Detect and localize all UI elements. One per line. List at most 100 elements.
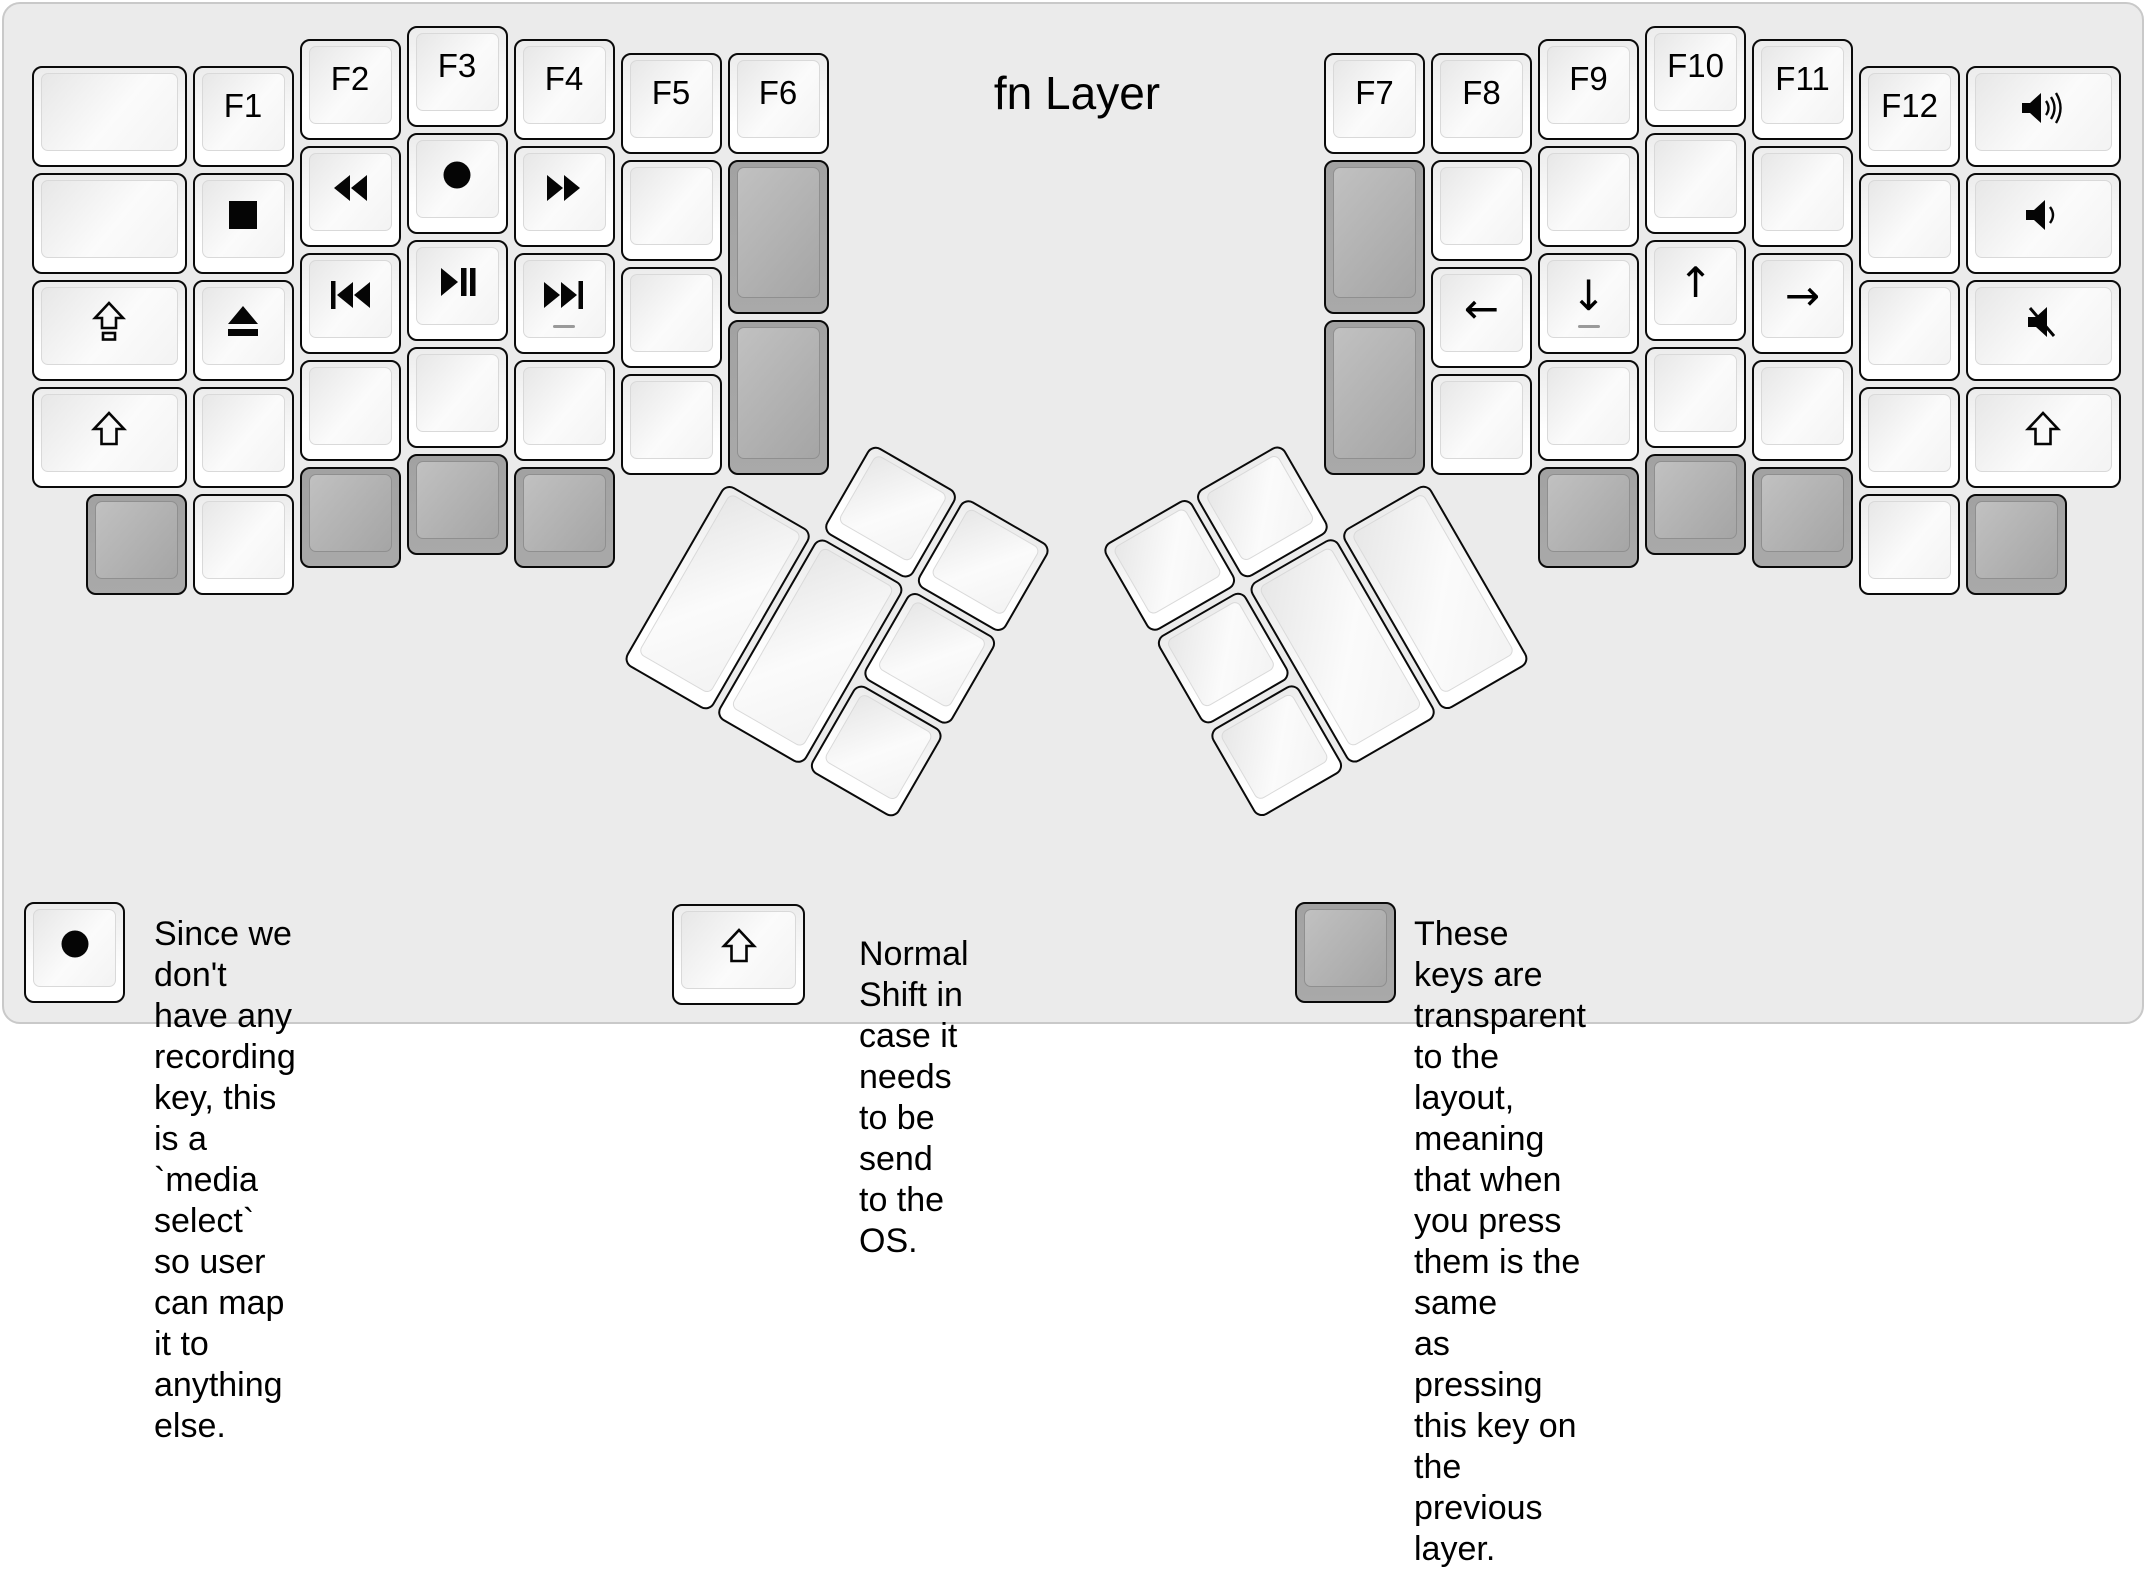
key-f3[interactable]: F3 <box>406 26 508 127</box>
key-f11[interactable]: F11 <box>1752 39 1853 141</box>
stop-icon <box>221 197 265 233</box>
key-play-pause[interactable] <box>406 240 508 341</box>
key-transparent[interactable] <box>1752 467 1853 569</box>
key-transparent[interactable] <box>1966 494 2067 596</box>
key-transparent[interactable] <box>85 494 187 596</box>
key-stop[interactable] <box>192 173 294 275</box>
arrow-right-icon: → <box>1784 270 1821 320</box>
key-f12[interactable]: F12 <box>1859 66 1960 168</box>
key-record[interactable] <box>406 133 508 234</box>
caps-lock-icon <box>87 301 131 343</box>
key-blank[interactable] <box>1538 146 1639 248</box>
keytop <box>415 461 499 539</box>
key-blank[interactable] <box>1859 387 1960 489</box>
key-shift[interactable] <box>32 387 187 489</box>
key-blank[interactable] <box>32 66 187 168</box>
keytop <box>522 367 606 446</box>
key-blank[interactable] <box>1859 280 1960 382</box>
key-blank[interactable] <box>1859 494 1960 596</box>
key-blank[interactable] <box>1645 347 1746 448</box>
keytop <box>415 247 499 325</box>
key-shift[interactable] <box>672 904 806 1005</box>
shift-icon <box>717 927 761 965</box>
key-blank[interactable] <box>406 347 508 448</box>
key-f6[interactable]: F6 <box>727 52 829 154</box>
key-blank[interactable] <box>620 373 722 475</box>
key-rewind[interactable] <box>299 146 401 248</box>
key-transparent[interactable] <box>1645 454 1746 555</box>
key-blank[interactable] <box>192 494 294 596</box>
eject-icon <box>221 303 265 341</box>
key-label: F2 <box>330 60 370 98</box>
key-f2[interactable]: F2 <box>299 39 401 141</box>
shift-icon <box>2021 410 2065 448</box>
key-arrow-down[interactable]: ↓ <box>1538 253 1639 355</box>
key-arrow-right[interactable]: → <box>1752 253 1853 355</box>
key-volume-up[interactable] <box>1966 66 2121 168</box>
keytop <box>1761 367 1844 446</box>
key-blank[interactable] <box>192 387 294 489</box>
key-transparent[interactable] <box>1324 320 1425 475</box>
key-eject[interactable] <box>192 280 294 382</box>
key-blank[interactable] <box>1752 360 1853 462</box>
key-blank[interactable] <box>1645 133 1746 234</box>
key-skip-forward[interactable] <box>513 253 615 355</box>
key-blank[interactable] <box>32 173 187 275</box>
key-transparent[interactable] <box>1295 902 1396 1003</box>
key-transparent[interactable] <box>727 159 829 315</box>
key-volume-mute[interactable] <box>1966 280 2121 382</box>
keytop <box>201 501 285 580</box>
key-blank[interactable] <box>620 266 722 368</box>
key-f4[interactable]: F4 <box>513 39 615 141</box>
key-label: F5 <box>651 73 691 111</box>
key-blank[interactable] <box>299 360 401 462</box>
key-blank[interactable] <box>1752 146 1853 248</box>
keytop <box>522 474 606 553</box>
keytop <box>1975 73 2112 152</box>
key-arrow-left[interactable]: ← <box>1431 266 1532 368</box>
key-blank[interactable] <box>1538 360 1639 462</box>
key-transparent[interactable] <box>513 467 615 569</box>
key-label: F4 <box>544 60 584 98</box>
keytop <box>1975 501 2058 580</box>
arrow-left-icon: ← <box>1463 284 1500 334</box>
key-volume-down[interactable] <box>1966 173 2121 275</box>
key-label: F11 <box>1775 60 1830 98</box>
keytop <box>1440 380 1523 459</box>
key-blank[interactable] <box>1431 373 1532 475</box>
key-blank[interactable] <box>1859 173 1960 275</box>
keytop: ← <box>1440 273 1523 352</box>
key-blank[interactable] <box>620 159 722 261</box>
key-f9[interactable]: F9 <box>1538 39 1639 141</box>
key-transparent[interactable] <box>299 467 401 569</box>
key-f10[interactable]: F10 <box>1645 26 1746 127</box>
key-fast-forward[interactable] <box>513 146 615 248</box>
key-transparent[interactable] <box>406 454 508 555</box>
key-shift[interactable] <box>1966 387 2121 489</box>
key-transparent[interactable] <box>1324 159 1425 315</box>
key-blank[interactable] <box>513 360 615 462</box>
key-label: F12 <box>1881 87 1938 125</box>
key-caps-lock[interactable] <box>32 280 187 382</box>
key-record[interactable] <box>24 902 125 1003</box>
key-blank[interactable] <box>1431 159 1532 261</box>
keytop <box>736 166 820 299</box>
legend-text-transparent-keys: These keys are transparent to the layout… <box>1414 915 1586 1568</box>
keytop <box>629 166 713 245</box>
keytop <box>1547 367 1630 446</box>
key-f8[interactable]: F8 <box>1431 52 1532 154</box>
key-skip-back[interactable] <box>299 253 401 355</box>
key-f7[interactable]: F7 <box>1324 52 1425 154</box>
keytop <box>1761 474 1844 553</box>
volume-up-icon <box>2016 89 2070 127</box>
keytop: F7 <box>1333 59 1416 138</box>
key-transparent[interactable] <box>727 320 829 475</box>
key-transparent[interactable] <box>1538 467 1639 569</box>
keytop: F10 <box>1654 33 1737 111</box>
key-f1[interactable]: F1 <box>192 66 294 168</box>
keytop <box>1975 287 2112 366</box>
keytop <box>308 367 392 446</box>
key-arrow-up[interactable]: ↑ <box>1645 240 1746 341</box>
key-f5[interactable]: F5 <box>620 52 722 154</box>
